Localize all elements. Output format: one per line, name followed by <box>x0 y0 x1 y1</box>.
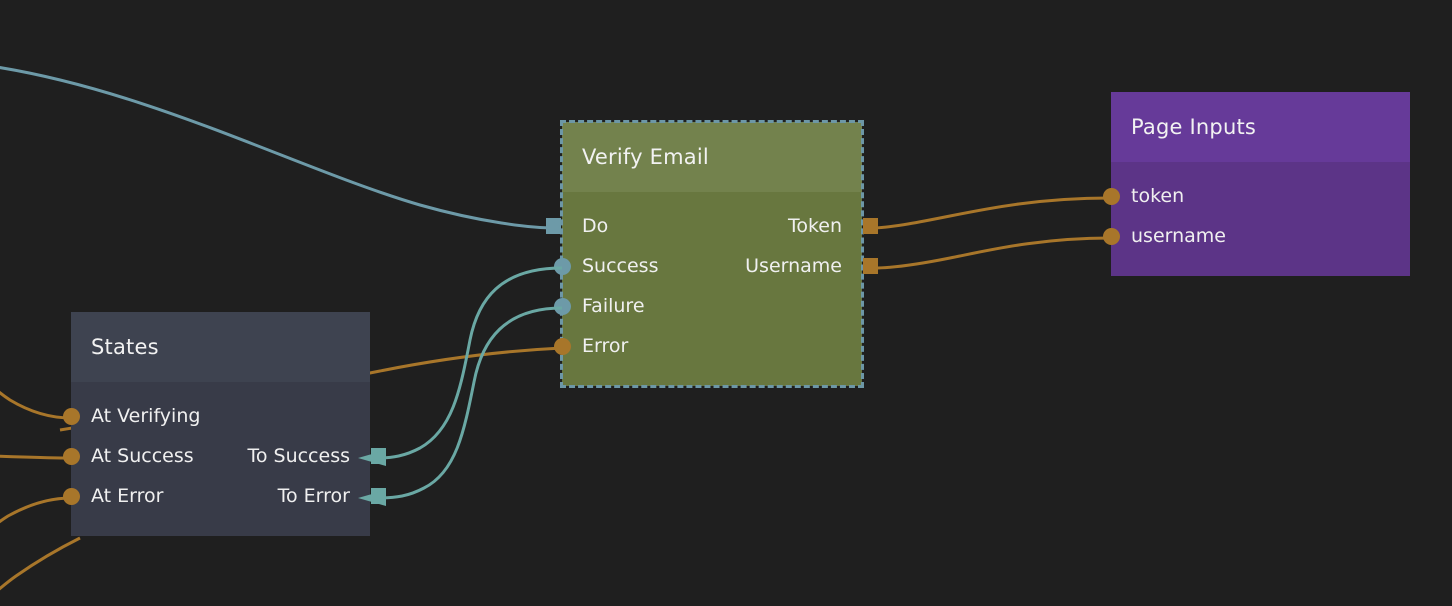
wire-at-verifying-to-offscreen <box>0 390 72 420</box>
node-page-inputs-title: Page Inputs <box>1131 115 1257 139</box>
node-states-header[interactable]: States <box>71 312 370 382</box>
node-states[interactable]: States At Verifying At Success To Succes… <box>62 312 386 536</box>
port-label-token-out[interactable]: token <box>1131 185 1185 207</box>
port-marker-at-verifying-dot-icon[interactable] <box>62 407 80 425</box>
port-marker-error-dot-icon[interactable] <box>553 337 571 355</box>
wire-username-to-verify-username <box>873 236 1111 270</box>
node-page-inputs-header[interactable]: Page Inputs <box>1111 92 1410 162</box>
node-verify-email-header[interactable]: Verify Email <box>562 122 862 192</box>
port-row-at-success-to-success: At Success To Success <box>62 436 386 476</box>
wire-failure-to-to-error <box>377 306 563 500</box>
port-marker-failure-dot-icon[interactable] <box>553 297 571 315</box>
port-label-to-success[interactable]: To Success <box>247 445 350 467</box>
port-marker-at-success-dot-icon[interactable] <box>62 447 80 465</box>
wire-at-success-to-offscreen <box>0 454 72 460</box>
port-marker-username-arrow-icon[interactable] <box>863 258 878 274</box>
port-label-username-out[interactable]: username <box>1131 225 1226 247</box>
port-row-username: username <box>1102 216 1410 256</box>
port-row-at-verifying: At Verifying <box>62 396 370 436</box>
port-label-at-error[interactable]: At Error <box>91 485 164 507</box>
port-row-error: Error <box>553 326 862 366</box>
port-label-to-error[interactable]: To Error <box>277 485 350 507</box>
port-label-at-verifying[interactable]: At Verifying <box>91 405 201 427</box>
port-row-failure: Failure <box>553 286 862 326</box>
wire-error-tail-offscreen <box>0 536 81 591</box>
node-states-body: At Verifying At Success To Success At Er… <box>62 382 386 536</box>
wire-at-error-to-offscreen <box>0 496 72 524</box>
node-verify-email[interactable]: Verify Email Do Token Success Username F… <box>546 120 878 388</box>
port-marker-to-error-arrow-icon[interactable] <box>371 488 386 504</box>
port-label-token[interactable]: Token <box>787 215 842 237</box>
node-page-inputs-body: token username <box>1102 162 1410 276</box>
port-marker-token-arrow-icon[interactable] <box>863 218 878 234</box>
node-page-inputs[interactable]: Page Inputs token username <box>1102 92 1410 276</box>
port-marker-at-error-dot-icon[interactable] <box>62 487 80 505</box>
port-label-error[interactable]: Error <box>582 335 629 357</box>
port-label-username[interactable]: Username <box>745 255 842 277</box>
port-row-success-username: Success Username <box>553 246 878 286</box>
wire-token-to-verify-token <box>873 196 1111 230</box>
port-row-at-error-to-error: At Error To Error <box>62 476 386 516</box>
wire-offscreen-to-verify-do <box>0 66 557 230</box>
port-marker-do-arrow-icon[interactable] <box>546 218 561 234</box>
port-marker-success-dot-icon[interactable] <box>553 257 571 275</box>
node-verify-email-body: Do Token Success Username Failure Error <box>546 192 878 386</box>
port-marker-username-out-dot-icon[interactable] <box>1102 227 1120 245</box>
node-verify-email-title: Verify Email <box>582 145 709 169</box>
port-label-at-success[interactable]: At Success <box>91 445 194 467</box>
port-row-do-token: Do Token <box>546 206 878 246</box>
port-label-do[interactable]: Do <box>582 215 609 237</box>
wire-success-to-to-success <box>377 266 563 460</box>
port-label-success[interactable]: Success <box>582 255 659 277</box>
node-states-title: States <box>91 335 159 359</box>
port-label-failure[interactable]: Failure <box>582 295 645 317</box>
port-marker-token-out-dot-icon[interactable] <box>1102 187 1120 205</box>
port-marker-to-success-arrow-icon[interactable] <box>371 448 386 464</box>
port-row-token: token <box>1102 176 1410 216</box>
